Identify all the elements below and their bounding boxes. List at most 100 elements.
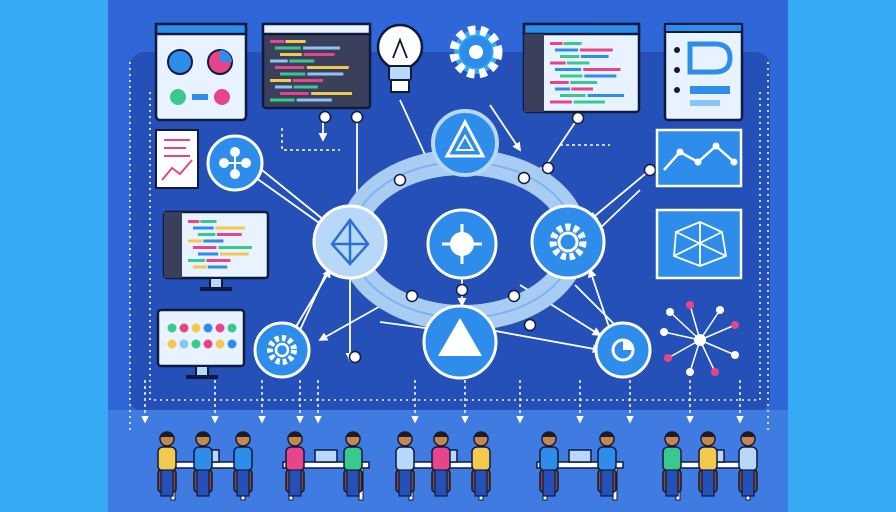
code-line bbox=[587, 94, 625, 97]
connector-line bbox=[574, 284, 622, 332]
code-line bbox=[216, 233, 242, 236]
code-line bbox=[270, 40, 285, 43]
connector-line bbox=[299, 258, 334, 331]
code-line bbox=[200, 220, 217, 223]
dot bbox=[203, 323, 213, 333]
code-line bbox=[193, 226, 214, 230]
dot bbox=[167, 323, 177, 333]
dot bbox=[179, 323, 189, 333]
code-line bbox=[573, 100, 605, 104]
junction-dot bbox=[393, 173, 407, 187]
graph-edge bbox=[689, 304, 701, 341]
code-line bbox=[296, 98, 332, 102]
code-line bbox=[188, 259, 205, 262]
dot bbox=[227, 339, 237, 349]
code-line bbox=[215, 226, 245, 230]
document-right bbox=[663, 22, 744, 122]
team-4 bbox=[536, 431, 624, 501]
hub-node-bottom bbox=[422, 304, 498, 380]
code-line bbox=[550, 61, 566, 65]
code-line bbox=[560, 55, 580, 58]
code-line bbox=[193, 246, 217, 249]
dot bbox=[215, 339, 225, 349]
person bbox=[233, 431, 253, 497]
person bbox=[285, 431, 305, 497]
hub-node-left bbox=[312, 204, 388, 280]
dashed-bracket bbox=[281, 128, 340, 151]
code-line bbox=[580, 55, 609, 58]
person bbox=[395, 431, 415, 497]
code-line bbox=[293, 85, 318, 89]
connector-line bbox=[588, 169, 651, 222]
dot bbox=[167, 339, 177, 349]
junction-dot bbox=[517, 171, 531, 185]
graph-node bbox=[686, 368, 694, 376]
junction-dot bbox=[348, 350, 362, 364]
junction-dot bbox=[643, 163, 657, 177]
shapes-window-panel bbox=[154, 22, 248, 122]
code-line bbox=[555, 48, 578, 52]
code-line bbox=[270, 98, 295, 102]
code-line bbox=[275, 85, 293, 89]
junction-dot bbox=[571, 111, 585, 125]
code-line bbox=[292, 79, 324, 82]
code-line bbox=[303, 53, 335, 56]
dot bbox=[179, 339, 189, 349]
laptop bbox=[568, 449, 592, 463]
team-2 bbox=[282, 431, 370, 501]
hub-node-right bbox=[530, 204, 606, 280]
laptop bbox=[314, 449, 338, 463]
dotted-guides bbox=[129, 62, 769, 430]
person bbox=[431, 431, 451, 497]
dot bbox=[191, 323, 201, 333]
person bbox=[539, 431, 559, 497]
code-line bbox=[579, 48, 613, 52]
junction-dot bbox=[523, 318, 537, 332]
code-line bbox=[270, 79, 292, 82]
code-line bbox=[218, 246, 252, 249]
graph-node bbox=[660, 328, 668, 336]
code-line bbox=[560, 74, 583, 78]
person bbox=[698, 431, 718, 497]
person bbox=[662, 431, 682, 497]
code-line bbox=[275, 46, 301, 50]
code-line bbox=[206, 259, 231, 262]
code-line bbox=[285, 40, 306, 43]
code-line bbox=[193, 265, 207, 269]
person bbox=[597, 431, 617, 497]
graph-edge bbox=[663, 331, 701, 341]
code-line bbox=[289, 59, 315, 63]
junction-dot bbox=[455, 283, 469, 297]
connector-line bbox=[261, 169, 332, 227]
dot bbox=[191, 339, 201, 349]
code-line bbox=[207, 265, 228, 269]
gear-icon bbox=[549, 223, 587, 261]
gear-icon bbox=[267, 335, 297, 365]
code-line bbox=[188, 220, 200, 223]
junction-dot bbox=[350, 110, 364, 124]
code-line bbox=[307, 72, 344, 76]
code-line bbox=[555, 87, 571, 91]
code-line bbox=[583, 68, 621, 71]
code-line bbox=[280, 53, 302, 56]
crosshair-icon bbox=[442, 224, 482, 264]
code-line bbox=[550, 42, 563, 45]
junction-dot bbox=[541, 161, 555, 175]
code-window-right bbox=[522, 22, 641, 114]
code-line bbox=[188, 239, 203, 243]
graph-edge bbox=[669, 311, 701, 341]
person bbox=[343, 431, 363, 497]
dots-monitor bbox=[156, 308, 246, 379]
graph-node bbox=[731, 321, 739, 329]
teams-row bbox=[157, 431, 758, 501]
person bbox=[738, 431, 758, 497]
dot bbox=[215, 323, 225, 333]
team-5 bbox=[662, 431, 758, 501]
team-1 bbox=[157, 431, 253, 501]
code-line bbox=[219, 252, 249, 256]
code-line bbox=[280, 92, 309, 95]
code-line bbox=[570, 81, 598, 84]
triangle-solid-icon bbox=[438, 318, 482, 356]
gear-badge bbox=[449, 25, 503, 79]
code-line bbox=[555, 68, 582, 71]
